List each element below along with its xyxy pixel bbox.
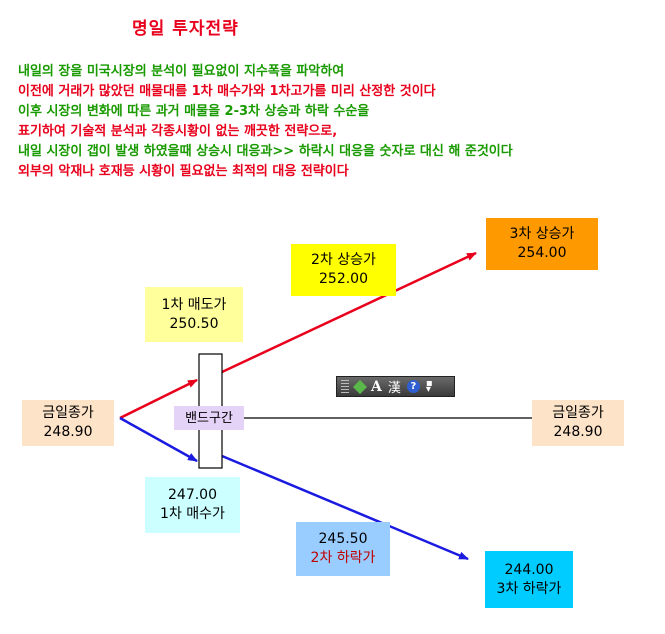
rise3-box: 3차 상승가 254.00	[486, 218, 598, 270]
down-arrow-to-fall3	[221, 454, 469, 561]
band-label: 밴드구간	[185, 410, 233, 426]
grip-icon[interactable]	[341, 380, 349, 393]
help-icon[interactable]: ?	[406, 380, 420, 393]
close-right-value: 248.90	[553, 424, 603, 440]
close-left-label: 금일종가	[42, 405, 94, 421]
description-line-3: 이후 시장의 변화에 따른 과거 매물을 2-3차 상승과 하락 수순을	[18, 104, 370, 119]
more-options-icon[interactable]: ▪▾	[425, 377, 433, 395]
ime-toolbar[interactable]: A 漢 ? ▪▾	[336, 376, 455, 397]
fall2-label: 2차 하락가	[310, 550, 376, 566]
fall3-box: 244.00 3차 하락가	[485, 551, 573, 608]
description-line-5: 내일 시장이 갭이 발생 하였을때 상승시 대응과>> 하락시 대응을 숫자로 …	[18, 144, 513, 159]
fall3-label: 3차 하락가	[496, 580, 562, 597]
sell1-label: 1차 매도가	[161, 296, 227, 313]
description-line-2: 이전에 거래가 많았던 매물대를 1차 매수가와 1차고가를 미리 산정한 것이…	[18, 84, 436, 99]
ime-hanja-button[interactable]: 漢	[387, 381, 401, 396]
description-line-1: 내일의 장을 미국시장의 분석이 필요없이 지수폭을 파악하여	[18, 64, 345, 79]
fall2-value: 245.50	[318, 531, 368, 547]
rise2-value: 252.00	[319, 271, 368, 287]
buy1-label: 1차 매수가	[160, 506, 225, 522]
fall2-box: 245.50 2차 하락가	[296, 522, 390, 576]
sell1-value: 250.50	[169, 315, 219, 332]
ime-mode-icon[interactable]	[352, 379, 368, 394]
buy1-value: 247.00	[168, 487, 217, 503]
description-line-4: 표기하여 기술적 분석과 각종시황이 없는 깨끗한 전략으로,	[18, 124, 338, 139]
fall3-value: 244.00	[504, 561, 554, 578]
sell1-box: 1차 매도가 250.50	[145, 287, 243, 342]
up-arrow-to-band	[119, 378, 198, 420]
close-box-right: 금일종가 248.90	[532, 400, 624, 446]
ime-alpha-button[interactable]: A	[371, 378, 382, 395]
rise2-box: 2차 상승가 252.00	[291, 244, 396, 296]
rise2-label: 2차 상승가	[311, 252, 376, 268]
down-arrow-to-band	[119, 416, 198, 463]
page-title: 명일 투자전략	[132, 19, 239, 39]
close-box-left: 금일종가 248.90	[22, 400, 114, 446]
rise3-value: 254.00	[517, 245, 567, 261]
up-arrow-to-rise3	[221, 251, 477, 374]
band-zone-label: 밴드구간	[174, 406, 244, 430]
description-line-6: 외부의 악재나 호재등 시황이 필요없는 최적의 대응 전략이다	[18, 164, 349, 179]
close-left-value: 248.90	[43, 424, 93, 440]
close-right-label: 금일종가	[552, 405, 604, 421]
rise3-label: 3차 상승가	[509, 226, 575, 242]
buy1-box: 247.00 1차 매수가	[145, 477, 240, 533]
